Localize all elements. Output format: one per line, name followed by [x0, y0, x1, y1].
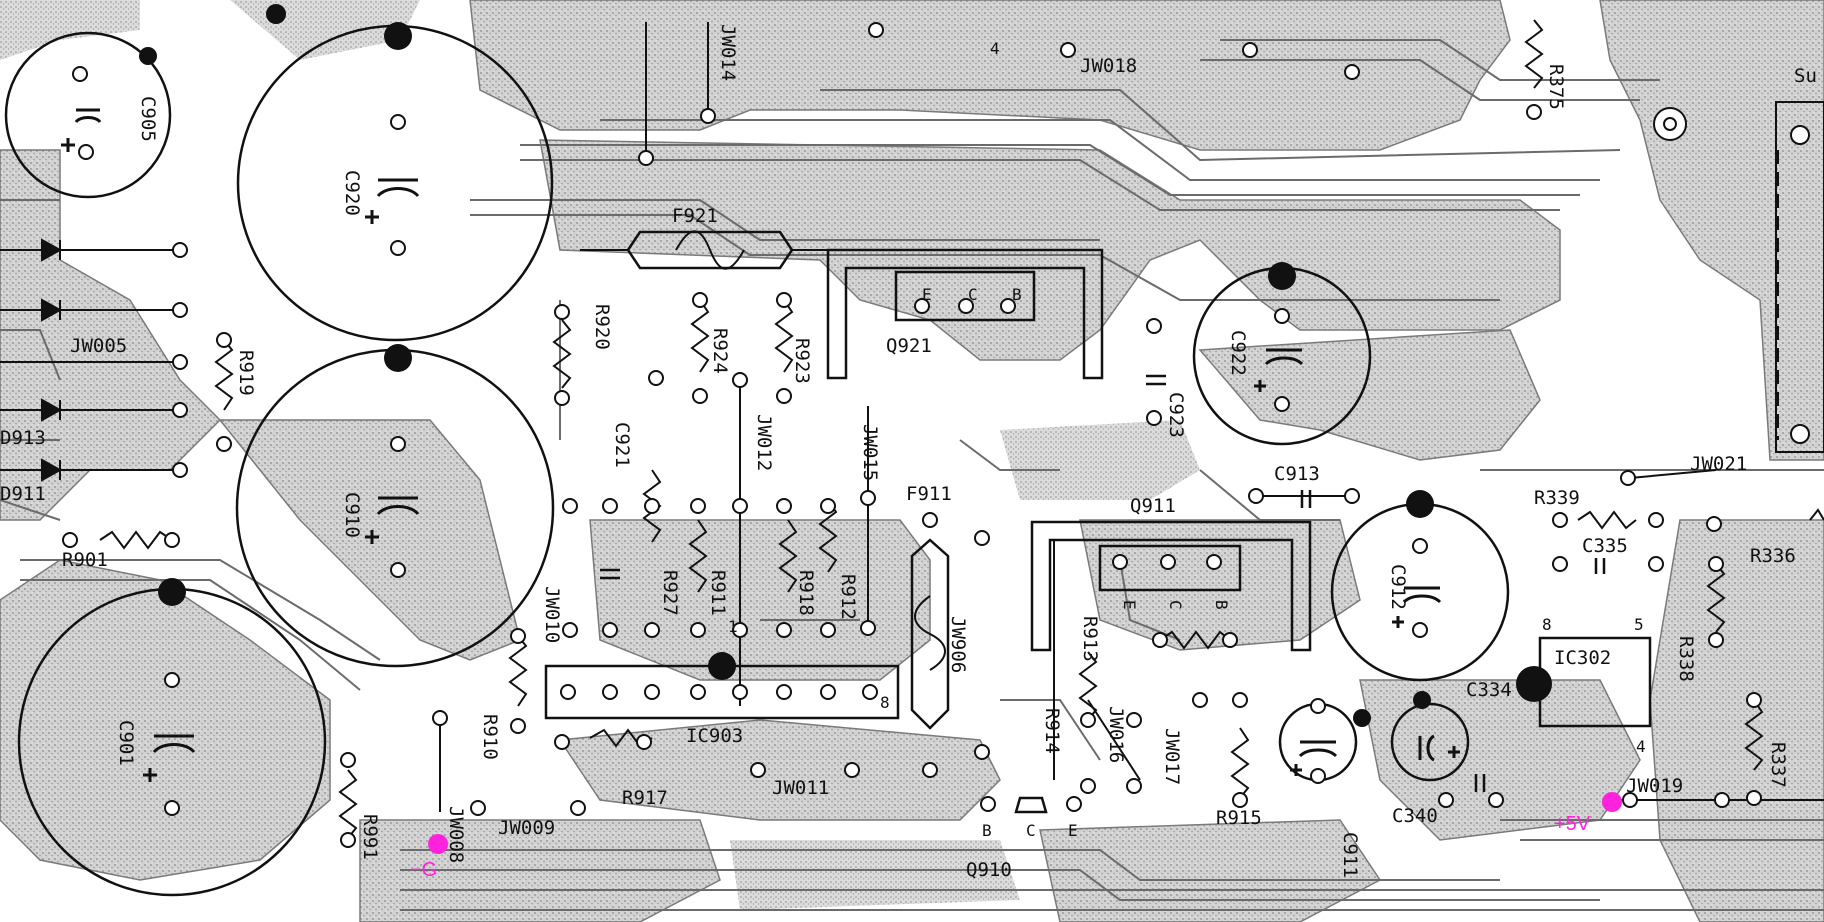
label-jw019: JW019 — [1626, 775, 1683, 797]
pin-label-5-ic302: 5 — [1634, 615, 1644, 634]
pin-label-e-q921: E — [922, 285, 932, 304]
label-c923: C923 — [1165, 392, 1187, 438]
label-d913: D913 — [0, 427, 46, 449]
polarity-dots — [139, 4, 1552, 727]
label-r375: R375 — [1545, 64, 1567, 110]
pin-label-4-top: 4 — [990, 39, 1000, 58]
label-jw016: JW016 — [1105, 706, 1127, 763]
pads — [62, 22, 1810, 848]
label-c910: C910 — [341, 492, 363, 538]
small-capacitors — [600, 374, 1606, 792]
label-r924: R924 — [709, 328, 731, 374]
label-r927: R927 — [659, 570, 681, 616]
label-jw014: JW014 — [717, 24, 739, 81]
label-r339: R339 — [1534, 487, 1580, 509]
label-c922: C922 — [1227, 330, 1249, 376]
label-r911: R911 — [707, 570, 729, 616]
plus5v-probe-label: +5V — [1554, 813, 1591, 835]
label-r910: R910 — [479, 714, 501, 760]
label-r923: R923 — [791, 338, 813, 384]
label-jw010: JW010 — [541, 586, 563, 643]
label-r914: R914 — [1041, 708, 1063, 754]
label-q921: Q921 — [886, 335, 932, 357]
pin-label-c-q911: C — [1166, 600, 1185, 610]
pin-label-c-q910: C — [1026, 821, 1036, 840]
label-edge-su: Su — [1794, 65, 1817, 87]
ground-probe-label: −G — [410, 859, 437, 881]
label-r913: R913 — [1079, 616, 1101, 662]
label-r901: R901 — [62, 549, 108, 571]
label-jw012: JW012 — [753, 414, 775, 471]
label-jw017: JW017 — [1161, 728, 1183, 785]
label-jw015: JW015 — [859, 424, 881, 481]
label-q911: Q911 — [1130, 495, 1176, 517]
label-jw018: JW018 — [1080, 55, 1137, 77]
label-jw906: JW906 — [947, 616, 969, 673]
label-r912: R912 — [837, 574, 859, 620]
label-r920: R920 — [591, 304, 613, 350]
label-r919: R919 — [235, 350, 257, 396]
label-r918: R918 — [795, 570, 817, 616]
resistors — [99, 19, 1824, 839]
label-d911: D911 — [0, 483, 46, 505]
label-jw008: JW008 — [445, 806, 467, 863]
pin-label-8-ic903: 8 — [880, 693, 890, 712]
label-f911: F911 — [906, 483, 952, 505]
label-c335: C335 — [1582, 535, 1628, 557]
q921-outline — [894, 270, 1036, 322]
probe-markers: −G +5V — [410, 792, 1622, 881]
pin-label-8-ic302: 8 — [1542, 615, 1552, 634]
label-c913: C913 — [1274, 463, 1320, 485]
component-labels: C905 C920 C910 C901 C921 C922 C923 C912 … — [0, 24, 1817, 881]
traces — [0, 39, 1824, 911]
plus5v-probe-dot — [1602, 792, 1622, 812]
label-jw005: JW005 — [70, 335, 127, 357]
polarity-symbols — [61, 108, 1460, 782]
label-r917: R917 — [622, 787, 668, 809]
pin-label-4-ic302: 4 — [1636, 737, 1646, 756]
label-jw011: JW011 — [772, 777, 829, 799]
label-r915: R915 — [1216, 807, 1262, 829]
q911-outline — [1098, 544, 1242, 592]
label-ic903: IC903 — [686, 725, 743, 747]
label-c340: C340 — [1392, 805, 1438, 827]
label-c911: C911 — [1339, 832, 1361, 878]
pin-label-b-q911: B — [1212, 600, 1231, 610]
label-f921: F921 — [672, 205, 718, 227]
pin-label-b-q910: B — [982, 821, 992, 840]
ground-probe-dot — [428, 834, 448, 854]
label-c921: C921 — [611, 422, 633, 468]
pin-label-e-q910: E — [1068, 821, 1078, 840]
label-ic302: IC302 — [1554, 647, 1611, 669]
pin-label-e-q911: E — [1120, 600, 1139, 610]
label-jw009: JW009 — [498, 817, 555, 839]
label-jw021: JW021 — [1690, 453, 1747, 475]
label-c901: C901 — [115, 720, 137, 766]
label-c920: C920 — [341, 170, 363, 216]
pin-label-1-ic903: 1 — [728, 617, 738, 636]
label-c334: C334 — [1466, 679, 1512, 701]
label-r337: R337 — [1767, 742, 1789, 788]
pin-label-c-q921: C — [968, 285, 978, 304]
label-c912: C912 — [1387, 564, 1409, 610]
label-c905: C905 — [137, 96, 159, 142]
c905-outline — [4, 31, 172, 199]
pin-label-b-q921: B — [1012, 285, 1022, 304]
label-r991: R991 — [359, 814, 381, 860]
label-r336: R336 — [1750, 545, 1796, 567]
label-q910: Q910 — [966, 859, 1012, 881]
label-r338: R338 — [1675, 636, 1697, 682]
